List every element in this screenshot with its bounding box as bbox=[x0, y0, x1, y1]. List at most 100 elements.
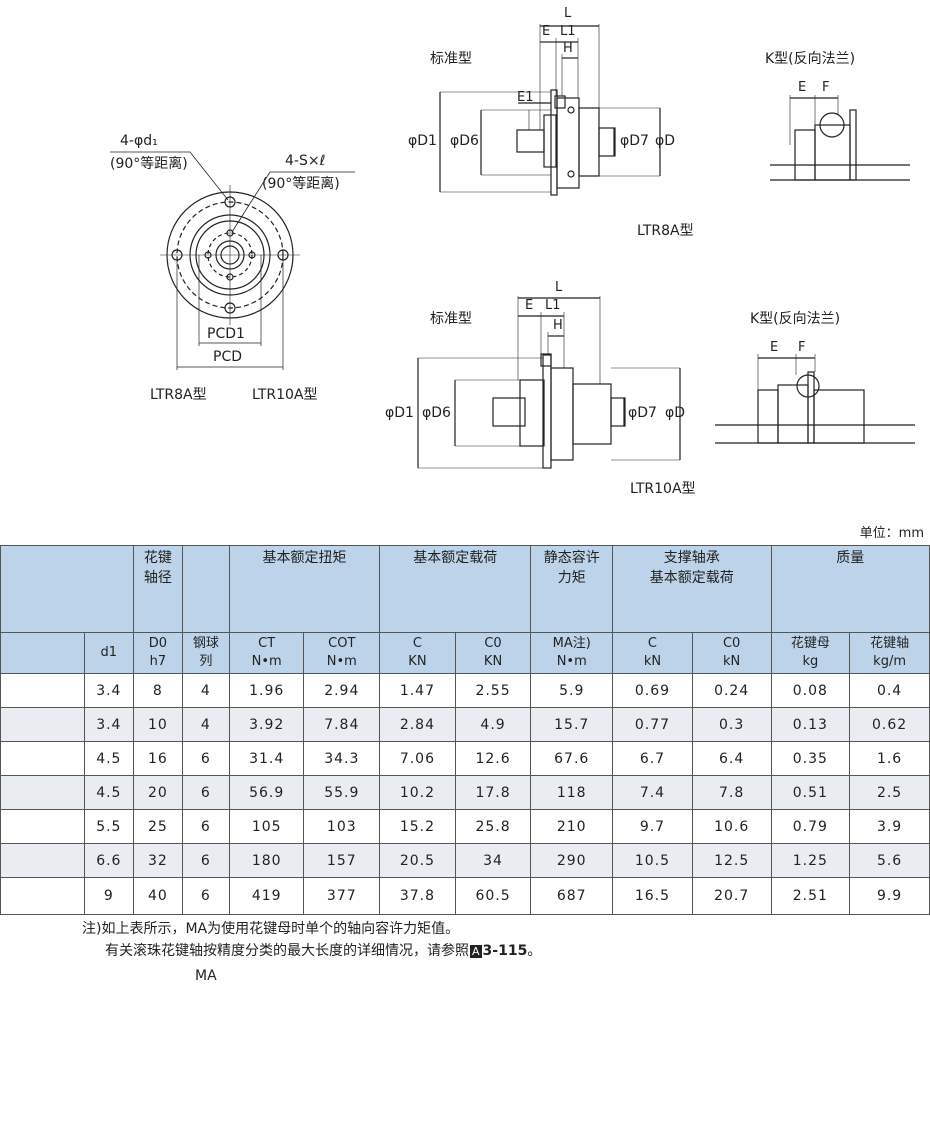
table-cell: 4.9 bbox=[454, 707, 532, 742]
table-cell: 0.35 bbox=[770, 741, 851, 776]
header-d0: D0 h7 bbox=[132, 632, 183, 674]
table-cell: 17.8 bbox=[454, 775, 532, 810]
table-cell: 5.9 bbox=[530, 673, 614, 708]
table-cell: 6.6 bbox=[83, 843, 134, 878]
header-balls-top bbox=[181, 545, 230, 633]
table-cell: 0.62 bbox=[849, 707, 930, 742]
dim-E1-8a: E1 bbox=[517, 90, 534, 105]
table-cell: 12.5 bbox=[691, 843, 772, 878]
header-bearing: 支撑轴承 基本额定载荷 bbox=[612, 545, 772, 633]
table-cell: 9 bbox=[83, 877, 134, 915]
table-cell: 40 bbox=[132, 877, 183, 915]
model-cell bbox=[0, 877, 85, 915]
model-cell bbox=[0, 809, 85, 844]
ref-page: 3-115 bbox=[482, 943, 528, 959]
table-cell: 157 bbox=[303, 843, 381, 878]
caption-ltr10a: LTR10A型 bbox=[630, 481, 696, 497]
table-cell: 20.7 bbox=[691, 877, 772, 915]
table-cell: 1.96 bbox=[228, 673, 305, 708]
table-cell: 9.7 bbox=[612, 809, 693, 844]
table-cell: 25 bbox=[132, 809, 183, 844]
dim-D6-10a: φD6 bbox=[422, 405, 451, 421]
ltr10a-side-view bbox=[417, 296, 681, 469]
ma-label: MA bbox=[195, 968, 217, 984]
table-cell: 34 bbox=[454, 843, 532, 878]
dim-D7-10a: φD7 bbox=[628, 405, 657, 421]
dim-D1-10a: φD1 bbox=[385, 405, 414, 421]
table-cell: 377 bbox=[303, 877, 381, 915]
dim-E-k10a: E bbox=[770, 340, 779, 355]
table-cell: 32 bbox=[132, 843, 183, 878]
dim-E-k8a: E bbox=[798, 80, 807, 95]
table-cell: 15.2 bbox=[379, 809, 456, 844]
dim-D-8a: φD bbox=[655, 133, 676, 149]
table-cell: 5.6 bbox=[849, 843, 930, 878]
table-cell: 3.9 bbox=[849, 809, 930, 844]
table-cell: 1.6 bbox=[849, 741, 930, 776]
table-cell: 180 bbox=[228, 843, 305, 878]
table-cell: 16.5 bbox=[612, 877, 693, 915]
pcd1-label: PCD1 bbox=[207, 326, 245, 342]
dim-L1-8a: L1 bbox=[560, 24, 576, 39]
dim-F-k10a: F bbox=[798, 340, 806, 355]
s-thread-label: 4-S×ℓ bbox=[285, 153, 326, 169]
dim-D7-8a: φD7 bbox=[620, 133, 649, 149]
model-cell bbox=[0, 707, 85, 742]
table-cell: 2.84 bbox=[379, 707, 456, 742]
table-cell: 7.8 bbox=[691, 775, 772, 810]
dim-D6-8a: φD6 bbox=[450, 133, 479, 149]
header-nut-mass: 花键母 kg bbox=[770, 632, 851, 674]
note-1: 注)如上表所示，MA为使用花键母时单个的轴向容许力矩值。 bbox=[82, 921, 460, 937]
table-cell: 103 bbox=[303, 809, 381, 844]
table-cell: 9.9 bbox=[849, 877, 930, 915]
dim-F-k8a: F bbox=[822, 80, 830, 95]
header-ct: CT N•m bbox=[228, 632, 305, 674]
dim-L-10a: L bbox=[555, 280, 563, 295]
unit-label: 单位：mm bbox=[859, 526, 924, 541]
header-model bbox=[0, 632, 85, 674]
front-view bbox=[110, 151, 355, 370]
table-cell: 37.8 bbox=[379, 877, 456, 915]
table-cell: 8 bbox=[132, 673, 183, 708]
header-mass: 质量 bbox=[770, 545, 930, 633]
caption-ltr8a: LTR8A型 bbox=[637, 223, 694, 239]
model-cell bbox=[0, 741, 85, 776]
front-caption-a: LTR8A型 bbox=[150, 387, 207, 403]
table-cell: 118 bbox=[530, 775, 614, 810]
table-cell: 0.24 bbox=[691, 673, 772, 708]
header-c: C KN bbox=[379, 632, 456, 674]
model-cell bbox=[0, 843, 85, 878]
dim-H-10a: H bbox=[553, 318, 563, 333]
table-cell: 3.4 bbox=[83, 673, 134, 708]
d1-hole-sub: (90°等距离) bbox=[110, 156, 188, 172]
dim-E-8a: E bbox=[542, 24, 551, 39]
table-cell: 0.69 bbox=[612, 673, 693, 708]
header-ma: MA注) N•m bbox=[530, 632, 614, 674]
table-cell: 0.51 bbox=[770, 775, 851, 810]
header-d1: d1 bbox=[83, 632, 134, 674]
table-cell: 0.79 bbox=[770, 809, 851, 844]
note-2-end: 。 bbox=[527, 943, 542, 959]
header-bc0: C0 kN bbox=[691, 632, 772, 674]
table-cell: 2.5 bbox=[849, 775, 930, 810]
ltr8a-k-type bbox=[770, 95, 910, 181]
spec-table: 花键 轴径 基本额定扭矩 基本额定载荷 静态容许 力矩 支撑轴承 基本额定载荷 … bbox=[0, 545, 930, 915]
note-2-text: 有关滚珠花键轴按精度分类的最大长度的详细情况，请参照 bbox=[105, 943, 469, 959]
model-cell bbox=[0, 673, 85, 708]
table-cell: 5.5 bbox=[83, 809, 134, 844]
table-cell: 6 bbox=[181, 843, 230, 878]
table-cell: 55.9 bbox=[303, 775, 381, 810]
table-cell: 25.8 bbox=[454, 809, 532, 844]
header-bc: C kN bbox=[612, 632, 693, 674]
std-label-10a: 标准型 bbox=[430, 311, 472, 327]
ref-box-icon: A bbox=[470, 945, 482, 958]
table-cell: 2.55 bbox=[454, 673, 532, 708]
table-cell: 20.5 bbox=[379, 843, 456, 878]
technical-drawings bbox=[110, 24, 915, 469]
